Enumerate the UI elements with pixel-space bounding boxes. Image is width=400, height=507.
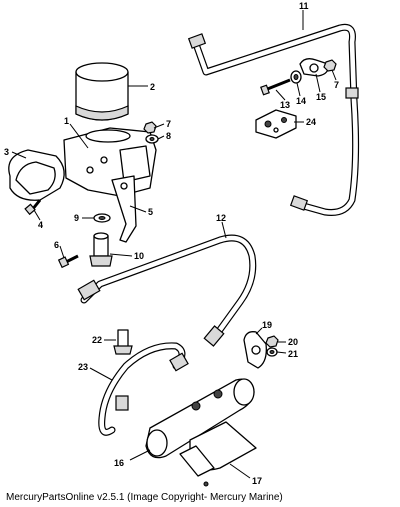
callout-4: 4: [38, 220, 43, 230]
clamp-17[interactable]: [179, 421, 257, 487]
callout-15: 15: [316, 92, 326, 102]
clamp-3[interactable]: [8, 149, 65, 201]
nut-20[interactable]: [265, 335, 279, 348]
callout-6: 6: [54, 240, 59, 250]
washer-14[interactable]: [290, 70, 302, 84]
callout-5: 5: [148, 207, 153, 217]
callout-17: 17: [252, 476, 262, 486]
callout-23: 23: [78, 362, 88, 372]
bolt-13[interactable]: [260, 78, 291, 96]
callout-24: 24: [306, 117, 316, 127]
callout-7: 7: [166, 119, 171, 129]
nut-7-upper[interactable]: [323, 59, 337, 72]
callout-1: 1: [64, 116, 69, 126]
callout-19: 19: [262, 320, 272, 330]
nut-7[interactable]: [143, 121, 157, 134]
fitting-22[interactable]: [113, 329, 133, 355]
washer-9[interactable]: [93, 213, 111, 223]
bracket-1[interactable]: [63, 127, 157, 197]
washer-8[interactable]: [145, 134, 159, 144]
fitting-10[interactable]: [89, 232, 113, 267]
clamp-19[interactable]: [243, 331, 267, 369]
hose-23[interactable]: [98, 342, 189, 436]
callout-3: 3: [4, 147, 9, 157]
fitting-24[interactable]: [255, 109, 297, 139]
callout-labels: 1 2 3 4 5 6 7 8 9 10 11 12 13 14 15 7 16…: [4, 1, 339, 486]
hose-11[interactable]: [187, 23, 360, 216]
callout-13: 13: [280, 100, 290, 110]
callout-7-upper: 7: [334, 80, 339, 90]
washer-21[interactable]: [266, 347, 278, 357]
callout-14: 14: [296, 96, 306, 106]
callout-22: 22: [92, 335, 102, 345]
copyright-footer: MercuryPartsOnline v2.5.1 (Image Copyrig…: [6, 492, 283, 503]
callout-8: 8: [166, 131, 171, 141]
bolt-6[interactable]: [57, 254, 79, 269]
callout-9: 9: [74, 213, 79, 223]
cooler-16[interactable]: [145, 378, 255, 459]
bolt-4[interactable]: [24, 199, 42, 216]
filter-2[interactable]: [75, 62, 129, 121]
callout-21: 21: [288, 349, 298, 359]
callout-10: 10: [134, 251, 144, 261]
hose-12[interactable]: [77, 234, 257, 347]
callout-11: 11: [299, 1, 309, 11]
callout-12: 12: [216, 213, 226, 223]
parts-diagram: 1 2 3 4 5 6 7 8 9 10 11 12 13 14 15 7 16…: [4, 1, 360, 487]
callout-2: 2: [150, 82, 155, 92]
leader-lines: [11, 10, 337, 479]
callout-16: 16: [114, 458, 124, 468]
clamp-15[interactable]: [299, 58, 329, 77]
bracket-5[interactable]: [111, 175, 137, 243]
callout-20: 20: [288, 337, 298, 347]
